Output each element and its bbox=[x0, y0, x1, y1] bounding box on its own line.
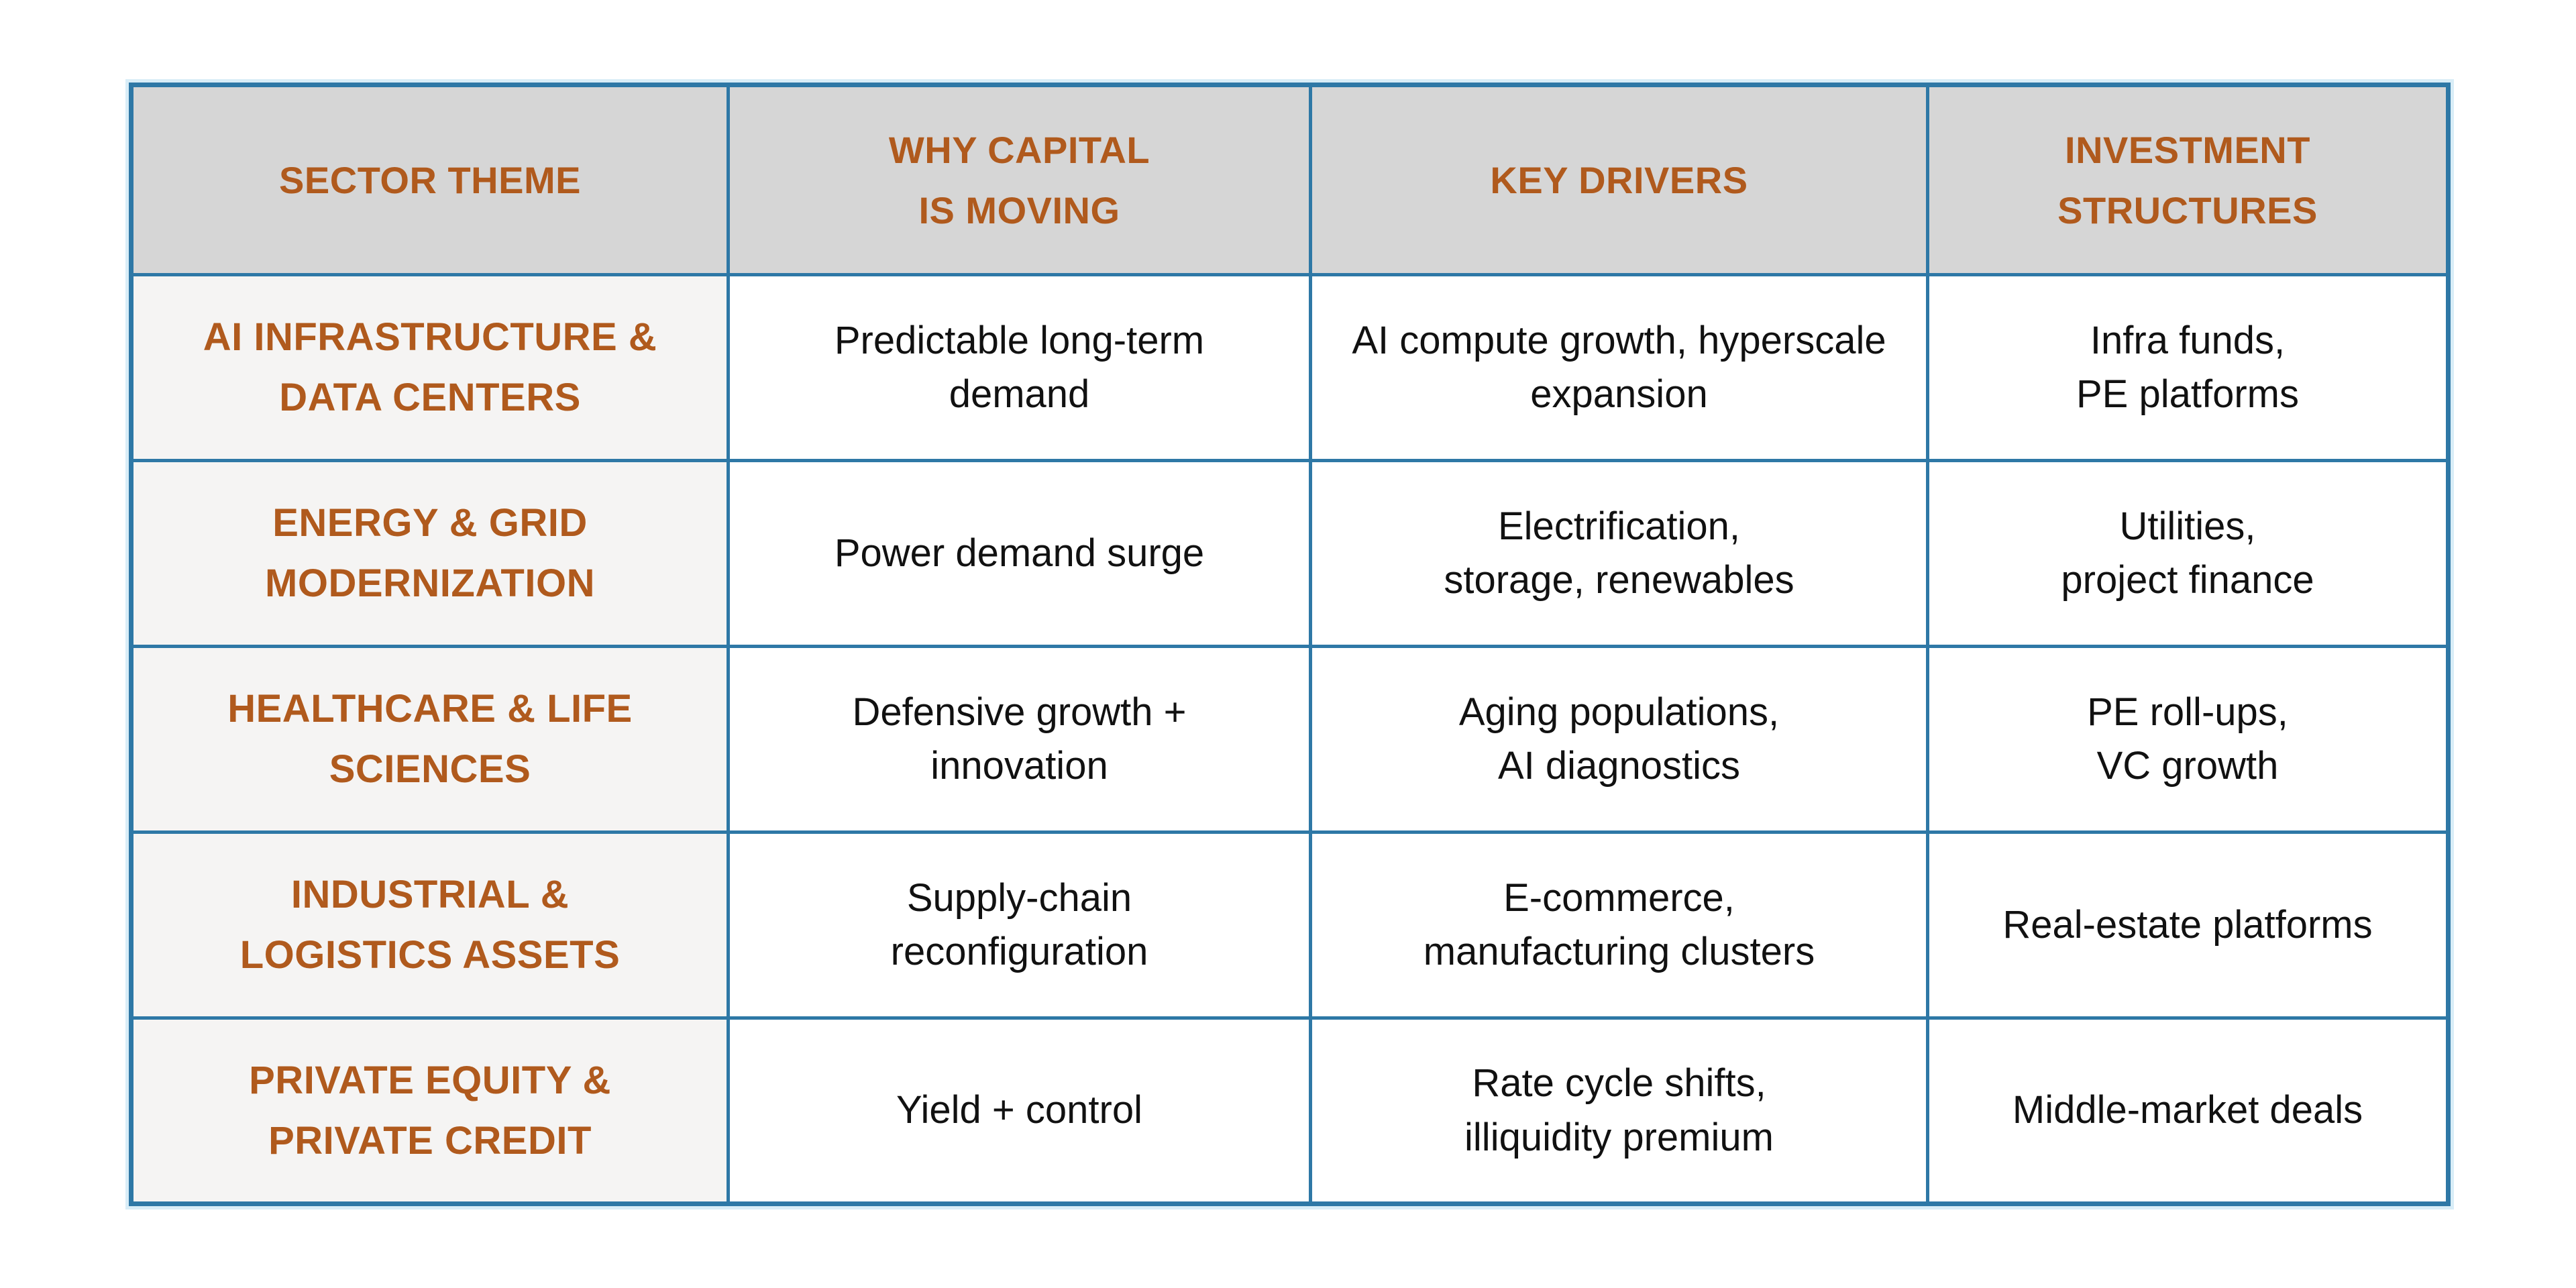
structures-cell: Infra funds,PE platforms bbox=[1926, 273, 2450, 462]
why-cell: Defensive growth +innovation bbox=[727, 645, 1312, 834]
sector-label: INDUSTRIAL &LOGISTICS ASSETS bbox=[129, 830, 730, 1020]
structures-cell: Utilities,project finance bbox=[1926, 459, 2450, 648]
table-row-ai-infrastructure: AI INFRASTRUCTURE &DATA CENTERS Predicta… bbox=[129, 273, 2450, 462]
drivers-cell: Rate cycle shifts,illiquidity premium bbox=[1309, 1016, 1929, 1205]
structures-cell: Middle-market deals bbox=[1926, 1016, 2450, 1205]
sector-label: PRIVATE EQUITY &PRIVATE CREDIT bbox=[129, 1016, 730, 1205]
why-cell: Yield + control bbox=[727, 1016, 1312, 1205]
drivers-cell: Electrification,storage, renewables bbox=[1309, 459, 1929, 648]
sector-label: AI INFRASTRUCTURE &DATA CENTERS bbox=[129, 273, 730, 462]
drivers-cell: E-commerce,manufacturing clusters bbox=[1309, 830, 1929, 1020]
header-key-drivers: KEY DRIVERS bbox=[1309, 83, 1929, 276]
drivers-cell: Aging populations,AI diagnostics bbox=[1309, 645, 1929, 834]
header-sector-theme: SECTOR THEME bbox=[129, 83, 730, 276]
table-row-private-equity-credit: PRIVATE EQUITY &PRIVATE CREDIT Yield + c… bbox=[129, 1016, 2450, 1205]
why-cell: Power demand surge bbox=[727, 459, 1312, 648]
structures-cell: Real-estate platforms bbox=[1926, 830, 2450, 1020]
table-row-industrial-logistics: INDUSTRIAL &LOGISTICS ASSETS Supply-chai… bbox=[129, 830, 2450, 1020]
structures-cell: PE roll-ups,VC growth bbox=[1926, 645, 2450, 834]
